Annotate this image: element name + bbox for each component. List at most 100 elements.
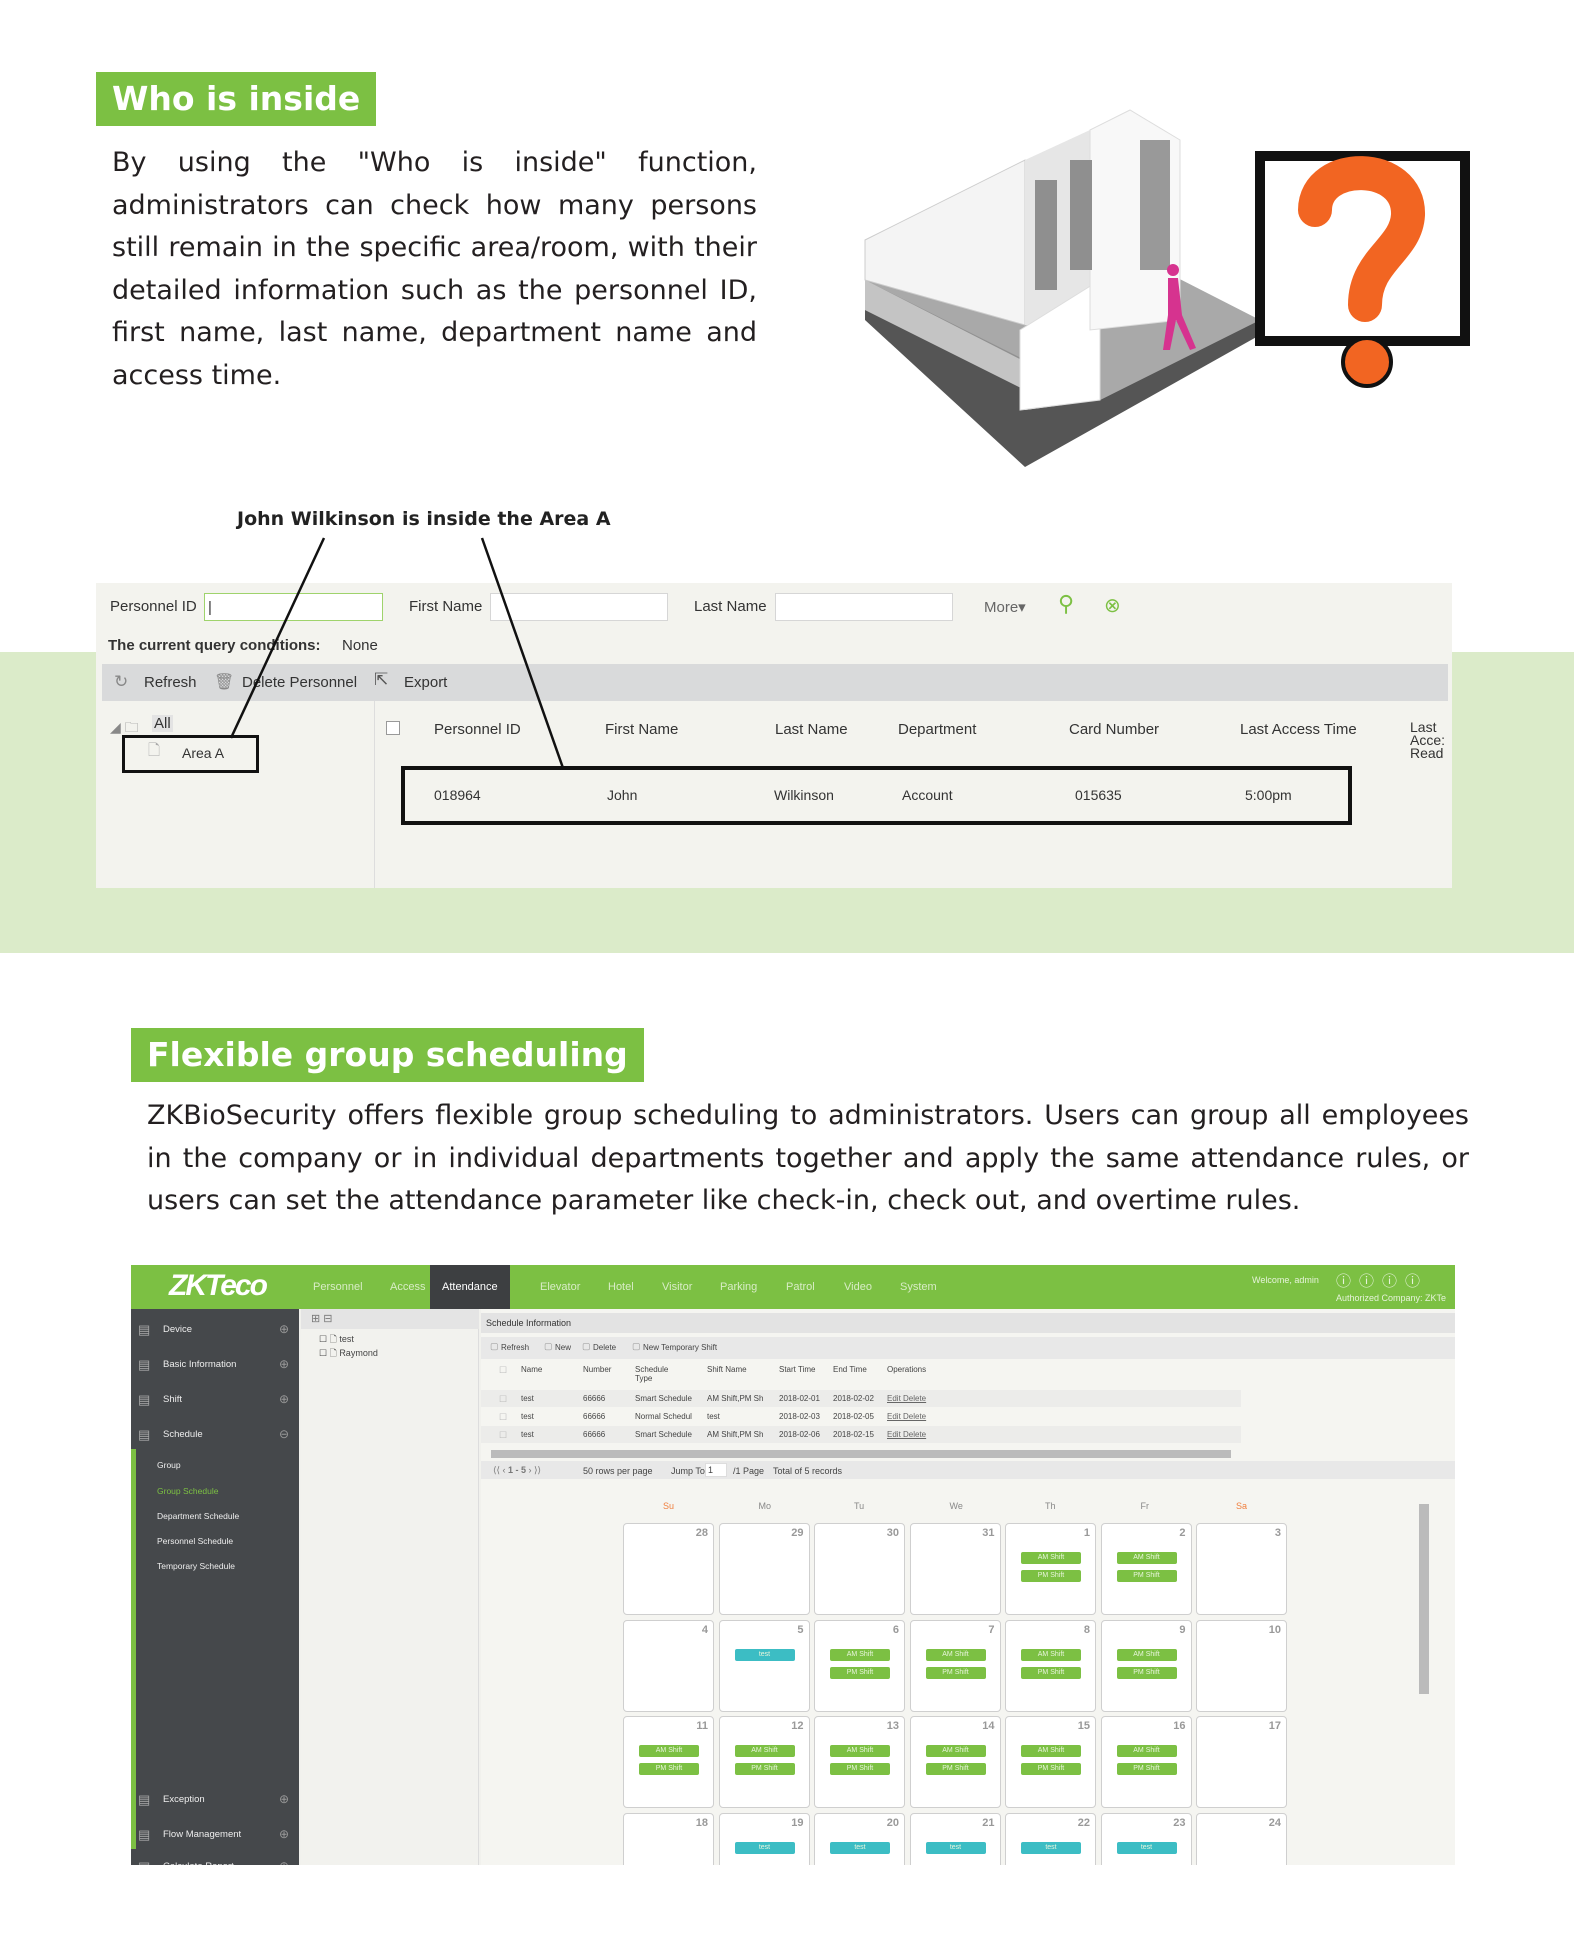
calendar-day[interactable]: 17 [1196,1716,1287,1808]
nav-tab-parking[interactable]: Parking [720,1281,758,1293]
shift-chip[interactable]: AM Shift [1021,1745,1081,1757]
checkbox[interactable]: ☐ [499,1430,508,1440]
group-item[interactable]: ☐ 🗋 Raymond [319,1348,378,1358]
column-header[interactable]: Card Number [1069,721,1160,738]
column-header[interactable]: Number [583,1365,612,1374]
toolbar-button[interactable]: Delete [593,1343,617,1352]
calendar-day[interactable]: 30 [814,1523,905,1615]
tree-item-area-a[interactable]: Area A [182,745,225,761]
column-header[interactable]: Name [521,1365,543,1374]
calendar-day[interactable]: 29 [718,1523,810,1615]
expand-icon[interactable]: ⊕ [279,1859,289,1865]
nav-tab-visitor[interactable]: Visitor [662,1281,693,1293]
search-icon[interactable]: ⚲ [1058,591,1075,616]
shift-chip[interactable]: AM Shift [830,1745,890,1757]
shift-chip[interactable]: AM Shift [925,1745,986,1757]
temporary-shift-chip[interactable]: test [925,1841,986,1854]
calendar-day[interactable]: 31 [909,1523,1001,1615]
table-row[interactable] [481,1426,1241,1443]
column-header[interactable]: Shift Name [707,1365,747,1374]
shift-chip[interactable]: PM Shift [1116,1763,1177,1775]
calendar-day[interactable]: 18 [623,1812,714,1865]
checkbox[interactable]: ☐ [499,1394,508,1404]
column-header[interactable]: Operations [887,1365,927,1374]
sidebar-item[interactable]: Basic Information [163,1359,237,1370]
edit-delete-links[interactable]: Edit Delete [887,1394,927,1403]
checkbox[interactable]: ☐ [499,1365,508,1375]
select-all-checkbox[interactable] [386,721,400,735]
shift-chip[interactable]: PM Shift [1021,1570,1081,1582]
more-dropdown[interactable]: More▾ [984,599,1026,616]
temporary-shift-chip[interactable]: test [830,1841,890,1854]
shift-chip[interactable]: PM Shift [1116,1666,1177,1679]
column-header[interactable]: Department [898,721,977,738]
sidebar-item[interactable]: Flow Management [163,1829,242,1840]
expand-icon[interactable]: ⊕ [279,1827,290,1841]
expand-icon[interactable]: ⊕ [279,1392,290,1406]
column-header[interactable]: End Time [833,1365,867,1374]
sidebar-item[interactable]: Device [163,1324,193,1335]
temporary-shift-chip[interactable]: test [734,1841,795,1854]
column-header[interactable]: Schedule Type [635,1365,669,1383]
toolbar-button[interactable]: Refresh [501,1343,530,1352]
nav-tab-hotel[interactable]: Hotel [608,1281,634,1293]
submenu-item[interactable]: Group Schedule [157,1486,219,1496]
shift-chip[interactable]: AM Shift [1021,1552,1081,1564]
shift-chip[interactable]: AM Shift [925,1648,986,1661]
calendar-day[interactable]: 10 [1196,1619,1287,1712]
shift-chip[interactable]: PM Shift [1021,1763,1081,1775]
column-header[interactable]: First Name [605,721,679,738]
submenu-item[interactable]: Personnel Schedule [157,1536,234,1546]
nav-tab-access[interactable]: Access [390,1281,426,1293]
table-row[interactable] [481,1408,1241,1425]
nav-tab-video[interactable]: Video [844,1281,872,1293]
nav-tab-system[interactable]: System [900,1281,937,1293]
sidebar-item[interactable]: Schedule [163,1429,203,1440]
shift-chip[interactable]: PM Shift [1116,1570,1177,1582]
header-icons[interactable]: ⓘⓘⓘⓘ [1336,1273,1429,1290]
calendar-day[interactable]: 28 [623,1523,714,1615]
shift-chip[interactable]: PM Shift [1021,1666,1081,1679]
rows-per-page-select[interactable]: 50 rows per page [583,1466,653,1476]
checkbox[interactable]: ☐ [499,1412,508,1422]
sidebar-item[interactable]: Exception [163,1794,205,1805]
column-header[interactable]: Last Acce: Read [1410,719,1446,761]
personnel-id-input[interactable]: | [204,593,383,621]
last-name-input[interactable] [775,593,953,621]
nav-tab-personnel[interactable]: Personnel [313,1281,363,1293]
temporary-shift-chip[interactable]: test [1021,1841,1081,1854]
expand-icon[interactable]: ⊕ [279,1792,290,1806]
clear-icon[interactable]: ⊗ [1104,595,1121,617]
refresh-button[interactable]: Refresh [144,674,197,691]
calendar-day[interactable]: 3 [1196,1523,1287,1615]
shift-chip[interactable]: AM Shift [1116,1745,1177,1757]
shift-chip[interactable]: PM Shift [639,1763,699,1775]
shift-chip[interactable]: PM Shift [734,1763,795,1775]
column-header[interactable]: Last Access Time [1240,721,1357,738]
horizontal-scrollbar[interactable] [491,1450,1231,1458]
edit-delete-links[interactable]: Edit Delete [887,1412,927,1421]
submenu-item[interactable]: Group [157,1460,181,1470]
shift-chip[interactable]: AM Shift [830,1648,890,1661]
column-header[interactable]: Last Name [775,721,848,738]
calendar-day[interactable]: 4 [623,1619,714,1712]
page-input[interactable]: 1 [705,1463,727,1477]
shift-chip[interactable]: AM Shift [1116,1552,1177,1564]
expand-icon[interactable]: ⊕ [279,1322,290,1336]
submenu-item[interactable]: Department Schedule [157,1511,240,1521]
shift-chip[interactable]: AM Shift [1116,1648,1177,1661]
shift-chip[interactable]: PM Shift [830,1666,890,1679]
